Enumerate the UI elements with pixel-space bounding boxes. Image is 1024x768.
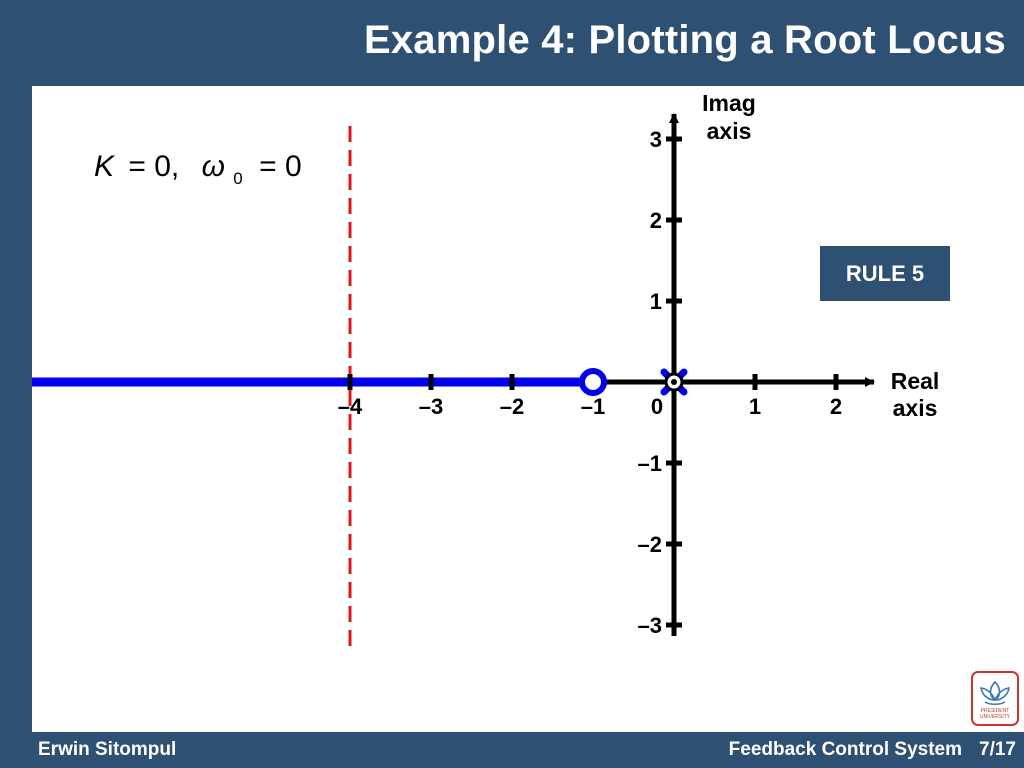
university-logo: PRESIDENT UNIVERSITY [971,671,1019,726]
logo-text-1: PRESIDENT [981,708,1010,714]
equation: K = 0, ω 0 = 0 [94,150,302,191]
real-tick-label: –2 [500,394,524,419]
imag-tick-label: –2 [638,532,662,557]
logo-text-2: UNIVERSITY [980,714,1011,720]
real-axis-label-1: Real [891,368,940,394]
real-axis-label-2: axis [893,395,938,421]
imag-axis-label-1: Imag [702,90,756,116]
real-tick-label: 1 [749,394,761,419]
slide-title: Example 4: Plotting a Root Locus [363,18,1006,62]
rule-badge-label: RULE 5 [846,261,924,286]
footer-page-number: 7/17 [979,739,1016,760]
imag-tick-label: –3 [638,613,662,638]
rule-badge: RULE 5 [820,246,950,301]
footer-author: Erwin Sitompul [38,739,177,760]
real-tick-label: –4 [338,394,363,419]
equation-k: K [94,150,116,183]
imag-tick-label: 1 [650,289,662,314]
imag-tick-label: 3 [650,127,662,152]
equation-omega: ω [202,150,225,183]
equation-omega-subscript: 0 [233,169,242,188]
imag-axis-label-2: axis [707,118,752,144]
pole-zero-markers [579,368,688,396]
lotus-icon [980,680,1010,706]
real-tick-label: –1 [581,394,605,419]
zero-marker [579,368,607,396]
equation-k-value: = 0, [128,150,179,183]
equation-omega-value: = 0 [259,150,302,183]
footer-course: Feedback Control System [728,739,962,760]
real-tick-label: 0 [651,394,663,419]
imaginary-axis-ticks: 3 2 1 –1 –2 –3 [638,127,682,638]
real-tick-label: –3 [419,394,443,419]
origin-dot [671,379,677,385]
imag-tick-label: –1 [638,451,662,476]
imag-tick-label: 2 [650,208,662,233]
real-tick-label: 2 [830,394,842,419]
